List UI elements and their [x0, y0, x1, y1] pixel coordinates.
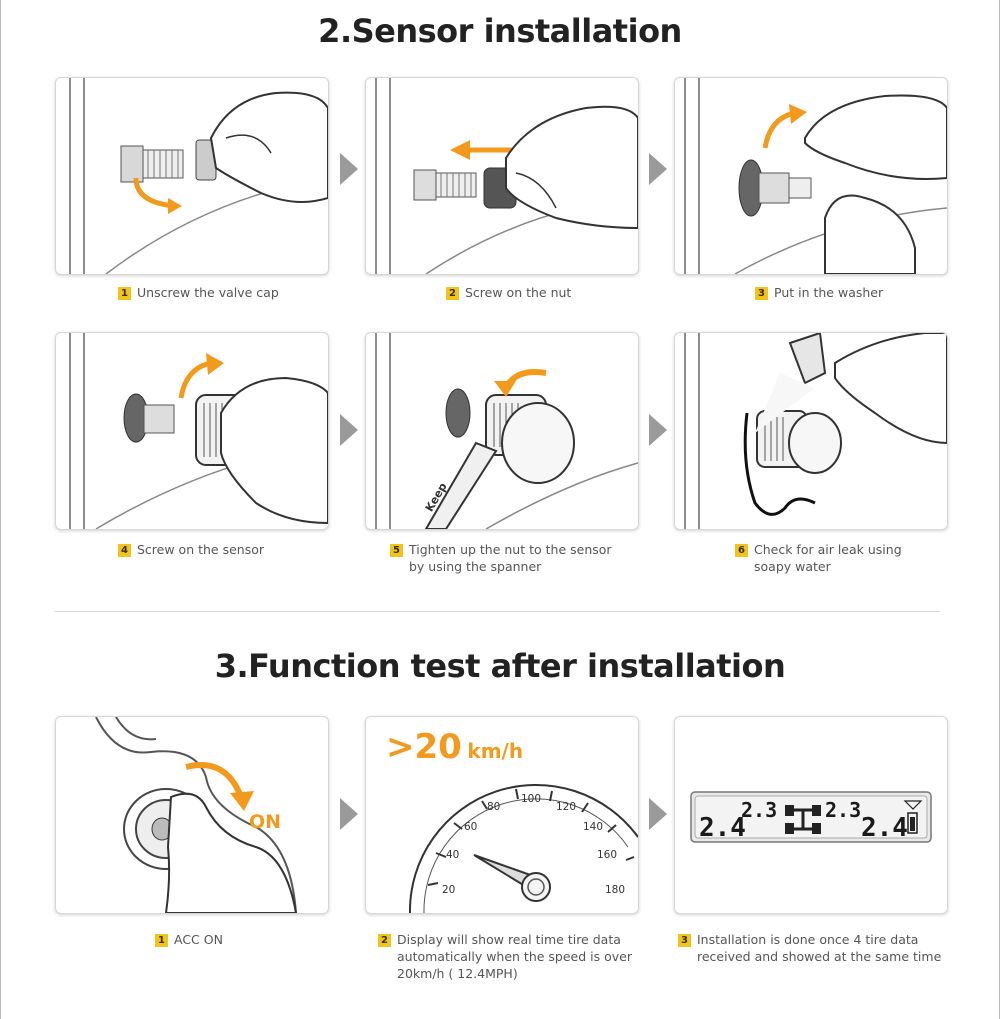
lcd-rear-right-value: 2.4: [861, 813, 908, 843]
step-4-illustration: [55, 332, 329, 530]
section-title-function-test: 3.Function test after installation: [214, 647, 786, 685]
lcd-front-right-value: 2.3: [825, 798, 861, 822]
battery-icon: [907, 812, 918, 834]
step-number-badge: 2: [446, 287, 459, 300]
step-arrow-icon: [340, 798, 358, 830]
step-arrow-icon: [340, 414, 358, 446]
lcd-display-illustration: 2.4 2.3 2.3 2.4: [674, 716, 948, 914]
speed-threshold-label: >20 km/h: [386, 727, 524, 767]
hand-icon: [834, 333, 947, 445]
step-2-illustration: [365, 77, 639, 275]
step-arrow-icon: [340, 153, 358, 185]
gauge-tick-label: 120: [556, 801, 577, 813]
step-arrow-icon: [649, 153, 667, 185]
step-5-illustration: Keep: [365, 332, 639, 530]
hand-icon: [824, 194, 916, 274]
step-3-illustration: [674, 77, 948, 275]
step-number-badge: 3: [678, 934, 691, 947]
gauge-tick-label: 140: [583, 821, 604, 833]
gauge-tick-label: 20: [442, 884, 456, 896]
gauge-tick-label: 40: [446, 849, 460, 861]
spanner-icon: Keep: [375, 333, 638, 529]
on-label: ON: [249, 811, 282, 833]
step-number-badge: 1: [155, 934, 168, 947]
valve-icon: [375, 78, 638, 274]
gauge-tick-label: 160: [597, 849, 618, 861]
gauge-tick-label: 80: [487, 801, 501, 813]
sensor-icon: [684, 333, 947, 529]
step-1-illustration: [55, 77, 329, 275]
step-number-badge: 1: [118, 287, 131, 300]
speedometer-illustration: >20 km/h 20 40 60 80 100 120 140 160 180: [365, 716, 639, 914]
hand-icon: [220, 376, 328, 525]
valve-icon: [684, 78, 947, 274]
section-divider: [55, 611, 940, 612]
step-number-badge: 4: [118, 544, 131, 557]
gauge-tick-label: 60: [464, 821, 478, 833]
gauge-tick-label: 180: [605, 884, 626, 896]
car-chassis-icon: [785, 805, 821, 834]
valve-icon: [69, 78, 328, 274]
alarm-icon: [903, 800, 923, 810]
section-title-sensor-installation: 2.Sensor installation: [318, 12, 682, 50]
gauge-tick-label: 100: [521, 793, 542, 805]
step-number-badge: 3: [755, 287, 768, 300]
lcd-display-icon: 2.4 2.3 2.3 2.4: [690, 791, 932, 843]
lcd-rear-left-value: 2.4: [699, 813, 746, 843]
step-arrow-icon: [649, 414, 667, 446]
speedometer-icon: [408, 783, 638, 913]
step-number-badge: 5: [390, 544, 403, 557]
lcd-front-left-value: 2.3: [741, 798, 777, 822]
hand-icon: [505, 105, 638, 230]
hand-icon: [804, 94, 947, 180]
frame-edge-left: [0, 0, 1, 1019]
hand-icon: [164, 792, 298, 913]
step-number-badge: 2: [378, 934, 391, 947]
step-arrow-icon: [649, 798, 667, 830]
step-number-badge: 6: [735, 544, 748, 557]
hand-icon: [209, 91, 328, 203]
sensor-icon: [69, 333, 328, 529]
ignition-key-icon: [95, 717, 298, 913]
acc-on-illustration: ON: [55, 716, 329, 914]
step-6-illustration: [674, 332, 948, 530]
